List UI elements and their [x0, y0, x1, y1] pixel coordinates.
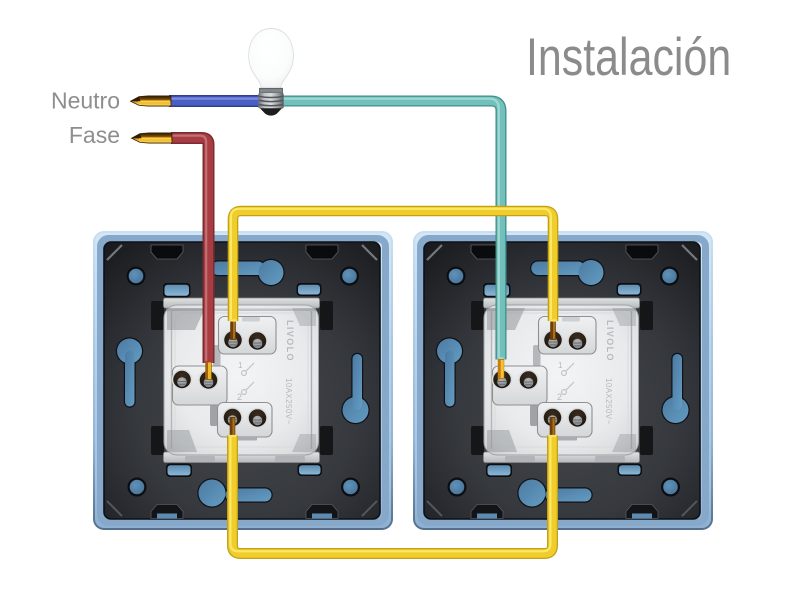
svg-text:Fase: Fase	[69, 122, 120, 148]
svg-text:Neutro: Neutro	[51, 88, 120, 114]
svg-text:Instalación: Instalación	[526, 28, 731, 87]
